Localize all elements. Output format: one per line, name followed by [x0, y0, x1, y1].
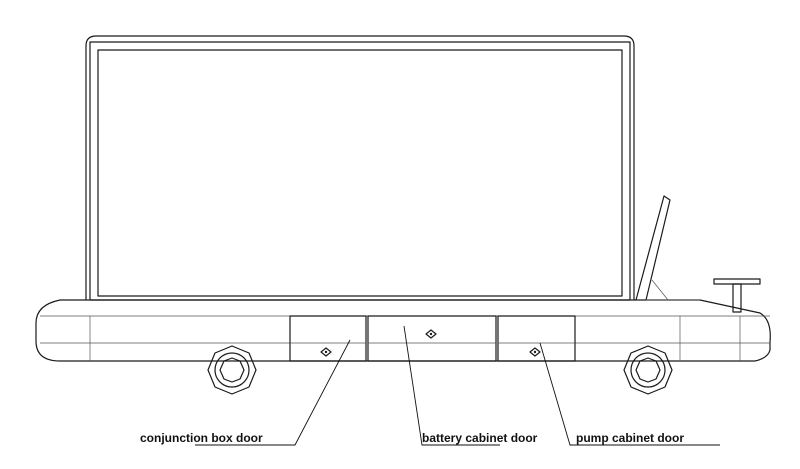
- pump-cabinet-door-label: pump cabinet door: [576, 431, 684, 445]
- trailer-chassis: [35, 299, 771, 362]
- leader-lines: [195, 325, 720, 446]
- rear-wheel: [623, 345, 673, 395]
- conjunction-box-door: [289, 315, 367, 362]
- leader-battery: [403, 325, 500, 446]
- led-screen: [85, 35, 635, 301]
- leader-conjunction: [195, 339, 351, 446]
- leader-pump: [539, 342, 720, 446]
- front-wheel: [207, 345, 257, 395]
- conjunction-box-door-label: conjunction box door: [140, 431, 263, 445]
- pump-cabinet-door: [497, 315, 576, 362]
- screen-support-arm: [635, 195, 700, 301]
- battery-cabinet-door: [367, 315, 497, 362]
- battery-cabinet-door-label: battery cabinet door: [422, 431, 538, 445]
- jack-stand: [713, 278, 761, 313]
